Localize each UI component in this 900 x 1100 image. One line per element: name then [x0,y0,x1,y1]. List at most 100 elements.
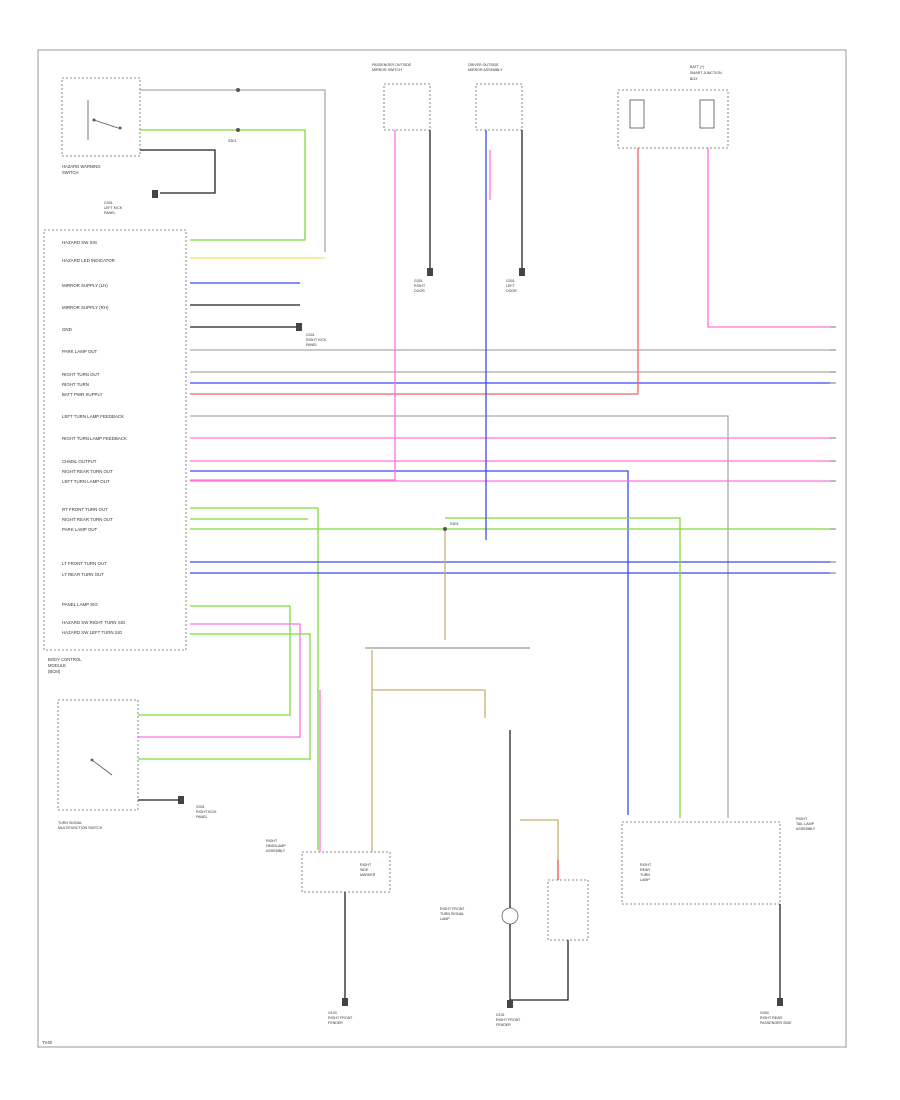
turn-signal-label-1: TURN SIGNAL [58,821,82,825]
passenger-mirror-switch: PASSENGER OUTSIDE MIRROR SWITCH [372,63,431,131]
splice-s2 [236,128,240,132]
bcm-pin-label: LT REAR TURN OUT [62,572,104,577]
wire-hazard-sig [140,129,306,241]
fuse-box-label-2: SMART JUNCTION [690,71,722,75]
ground-turn-sw: G301 RIGHT KICK PANEL [178,796,217,819]
rear-turn-label-2: REAR [640,868,650,872]
headlamp-label-1: RIGHT [266,839,278,843]
right-front-turn-lamp: RIGHT FRONT TURN SIGNAL LAMP [440,879,589,941]
side-marker-label-3: MARKER [360,873,376,877]
wire-front-turn-feed [372,689,486,718]
ground-passenger-loc2: DOOR [414,289,425,293]
bcm-pin-label: MIRROR SUPPLY (RH) [62,305,109,310]
bcm-pin-label: PARK LAMP OUT [62,349,98,354]
ground-driver: G301 LEFT DOOR [506,268,525,293]
bcm-pin-label: LEFT TURN LAMP FEEDBACK [62,414,124,419]
ground-turn-loc2: PANEL [196,815,208,819]
bcm-pin-label: CHMSL OUTPUT [62,459,97,464]
rear-turn-label-1: RIGHT [640,863,652,867]
bcm-pin-label: HAZARD LED INDICATOR [62,258,115,263]
headlamp-label-2: HEADLAMP [266,844,286,848]
right-tail-lamp-assembly: RIGHT REAR TURN LAMP RIGHT TAIL LAMP ASS… [621,817,816,905]
ground-headlamp-loc1: RIGHT FRONT [328,1016,353,1020]
hazard-switch-label-2: SWITCH [62,170,79,175]
tail-lamp-label-1: RIGHT [796,817,808,821]
ground-bcm-loc2: PANEL [306,343,318,347]
ground-tail-code: G400 [760,1011,769,1015]
hazard-switch-label-1: HAZARD WARNING [62,164,100,169]
ground-tail-loc1: RIGHT REAR [760,1016,783,1020]
wire-right-rear-turn [190,470,629,815]
bcm-pin-label: MIRROR SUPPLY (LH) [62,283,108,288]
front-turn-label-1: RIGHT FRONT [440,907,465,911]
bcm-label-2: MODULE [48,663,66,668]
wire-hazard-lt [138,633,311,760]
passenger-switch-label-1: PASSENGER OUTSIDE [372,63,412,67]
front-turn-label-2: TURN SIGNAL [440,912,464,916]
bcm-pin-label: HAZARD SW SIG [62,240,98,245]
splice-s3 [443,527,447,531]
bcm-module [43,229,187,651]
bcm-pin-label: RIGHT REAR TURN OUT [62,517,113,522]
driver-switch-label-1: DRIVER OUTSIDE [468,63,499,67]
right-headlamp-assembly: RIGHT HEADLAMP ASSEMBLY RIGHT SIDE MARKE… [266,839,391,893]
wire-hazard-led [140,89,326,252]
splice-label-s1: S301 [228,139,236,143]
wire-hazard-rt [138,623,301,738]
ground-headlamp-code: G100 [328,1011,337,1015]
bcm-pin-label: LEFT TURN LAMP OUT [62,479,110,484]
ground-turn-code: G301 [196,805,205,809]
diagram-frame [37,49,847,1048]
driver-switch-label-2: MIRROR ASSEMBLY [468,68,503,72]
ground-hazard-loc1: LEFT KICK [104,206,123,210]
bcm-pin-label: RIGHT TURN [62,382,89,387]
ground-passenger: G301 RIGHT DOOR [414,268,433,293]
ground-front-turn-loc1: RIGHT FRONT [496,1018,521,1022]
bcm-pin-label: PARK LAMP OUT [62,527,98,532]
passenger-switch-label-2: MIRROR SWITCH [372,68,402,72]
ground-headlamp-loc2: FENDER [328,1021,343,1025]
ground-passenger-loc1: RIGHT [414,284,426,288]
bcm-pin-label: RIGHT REAR TURN OUT [62,469,113,474]
wire-passenger-sw [190,130,396,481]
wire-fuse-out [707,148,830,328]
right-edge-connectors [830,326,836,574]
bcm-pin-label: BATT PWR SUPPLY [62,392,103,397]
headlamp-label-3: ASSEMBLY [266,849,286,853]
rear-turn-label-4: LAMP [640,878,650,882]
ground-headlamp: G100 RIGHT FRONT FENDER [328,998,353,1025]
ground-bcm-code: G301 [306,333,315,337]
front-turn-label-3: LAMP [440,917,450,921]
splice-s1 [236,88,240,92]
bcm-pin-label: HAZARD SW RIGHT TURN SIG [62,620,126,625]
rear-turn-label-3: TURN [640,873,650,877]
wire-panel-lamp [138,605,291,716]
wire-left-turn-fb [190,415,729,818]
bcm-pin-list: HAZARD SW SIG HAZARD LED INDICATOR MIRRO… [62,240,127,635]
ground-driver-code: G301 [506,279,515,283]
ground-front-turn: G101 RIGHT FRONT FENDER [496,1000,521,1027]
ground-tail-loc2: PASSENGER SIDE [760,1021,792,1025]
ground-bcm-loc1: RIGHT KICK [306,338,327,342]
wire-front-turn-gnd [509,924,569,1001]
ground-tail: G400 RIGHT REAR PASSENGER SIDE [760,998,792,1025]
wire-hazard-gnd [140,149,216,194]
bcm-pin-label: RIGHT TURN LAMP FEEDBACK [62,436,127,441]
fuse-box: BATT (+) SMART JUNCTION BOX [617,65,729,149]
ground-driver-loc1: LEFT [506,284,516,288]
ground-passenger-code: G301 [414,279,423,283]
bcm-label-1: BODY CONTROL [48,657,82,662]
side-marker-label-1: RIGHT [360,863,372,867]
hazard-switch: HAZARD WARNING SWITCH [61,77,141,175]
ground-turn-loc1: RIGHT KICK [196,810,217,814]
wire-front-turn-b [520,819,559,880]
ground-hazard: G301 LEFT KICK PANEL [104,190,158,215]
footer-code: TV40 [42,1040,53,1045]
bcm-label-3: (BCM) [48,669,61,674]
side-marker-label-2: SIDE [360,868,369,872]
ground-driver-loc2: DOOR [506,289,517,293]
bcm-pin-label: HAZARD SW LEFT TURN SIG [62,630,123,635]
ground-hazard-loc2: PANEL [104,211,116,215]
bcm-pin-label: PANEL LAMP SIG [62,602,98,607]
tail-lamp-label-3: ASSEMBLY [796,827,816,831]
